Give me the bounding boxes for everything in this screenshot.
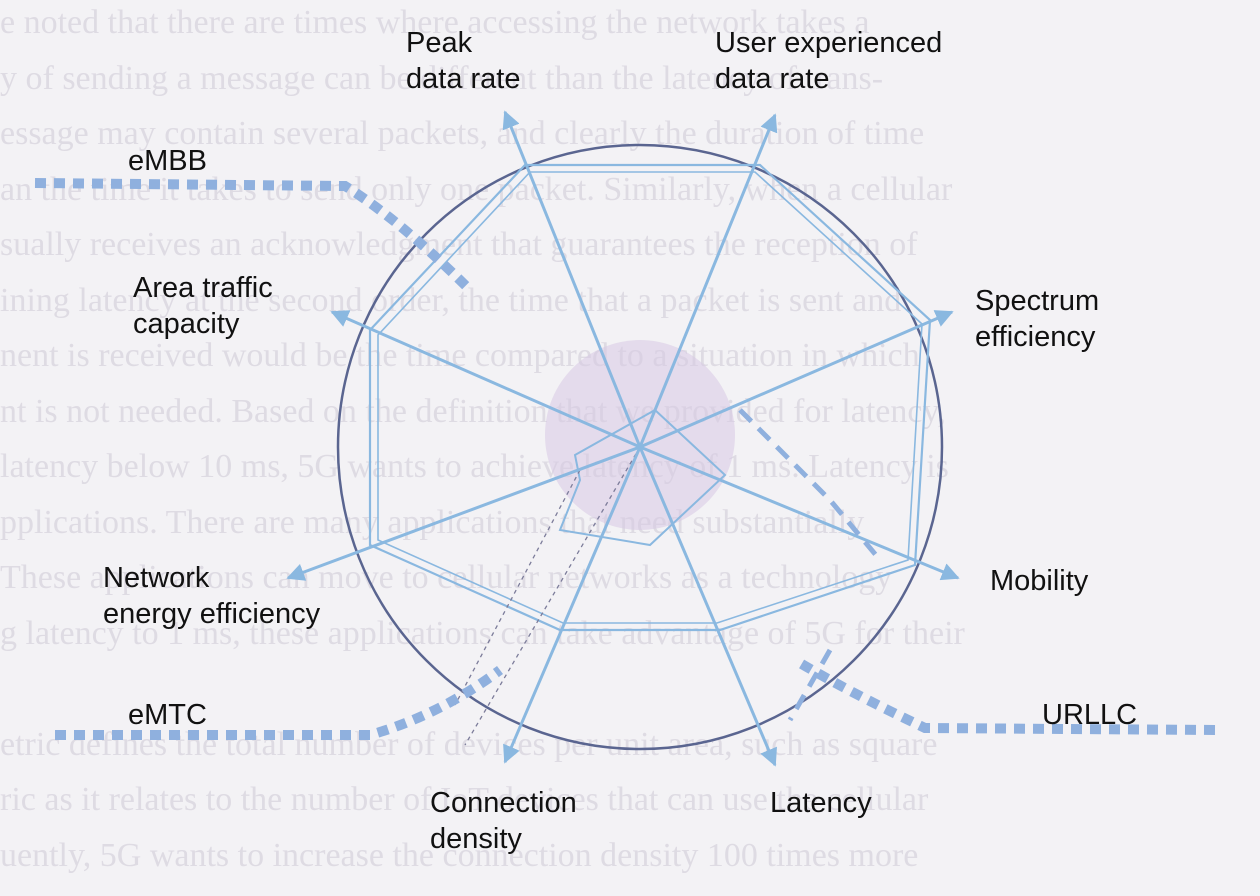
urllc-dash-path-2: [787, 648, 833, 722]
background-text-line: ric as it relates to the number of IoT d…: [0, 781, 929, 818]
spoke-user-experienced-data-rate: [638, 113, 778, 448]
outer-octagon-polygon-a: [368, 163, 932, 632]
label-emtc: eMTC: [128, 699, 207, 731]
label-urllc: URLLC: [1042, 699, 1138, 731]
background-text-line: These applications can move to cellular …: [0, 559, 893, 596]
spoke-area-traffic-capacity: [330, 310, 641, 449]
background-text-line: pplications. There are many applications…: [0, 503, 865, 541]
spoke-network-energy-efficiency: [286, 445, 641, 581]
background-text-line: sually receives an acknowledgment that g…: [0, 226, 918, 263]
background-text-line: latency below 10 ms, 5G wants to achieve…: [0, 448, 949, 485]
label-network-energy-efficiency: Network energy efficiency: [103, 562, 321, 630]
outer-octagon-polygon-b: [377, 171, 923, 624]
label-area-traffic-capacity: Area traffic capacity: [133, 272, 273, 340]
background-text-line: y of sending a message can be different …: [0, 59, 884, 97]
label-mobility: Mobility: [990, 565, 1089, 597]
spoke-mobility: [639, 445, 960, 581]
label-connection-density: Connection density: [430, 787, 577, 855]
label-embb: eMBB: [128, 145, 207, 177]
background-text-line: g latency to 1 ms, these applications ca…: [0, 614, 965, 652]
background-text-line: nt is not needed. Based on the definitio…: [0, 392, 946, 430]
center-blob: [545, 340, 735, 530]
urllc-curve: [792, 655, 1216, 735]
spoke-peak-data-rate: [502, 110, 642, 448]
label-spectrum-efficiency: Spectrum efficiency: [975, 285, 1100, 353]
background-text-line: ining latency at the second order, the t…: [0, 281, 902, 319]
spoke-latency: [638, 446, 777, 767]
emtc-curve: [55, 665, 503, 740]
spoke-connection-density: [503, 446, 642, 764]
dashed-guide-line-2: [454, 469, 581, 706]
label-peak-data-rate: Peak data rate: [406, 27, 521, 95]
outer-circle: [336, 143, 944, 751]
label-user-experienced-data-rate: User experienced data rate: [715, 27, 943, 95]
urllc-inner-dashes: [738, 408, 882, 722]
spoke-spectrum-efficiency: [639, 310, 954, 449]
background-text-line: e noted that there are times where acces…: [0, 4, 870, 41]
label-latency: Latency: [770, 787, 872, 819]
scenario-curves: [34, 178, 1216, 740]
kpi-spokes: [286, 110, 960, 767]
dashed-guide-line-1: [464, 446, 641, 746]
background-text-line: uently, 5G wants to increase the connect…: [0, 836, 919, 874]
